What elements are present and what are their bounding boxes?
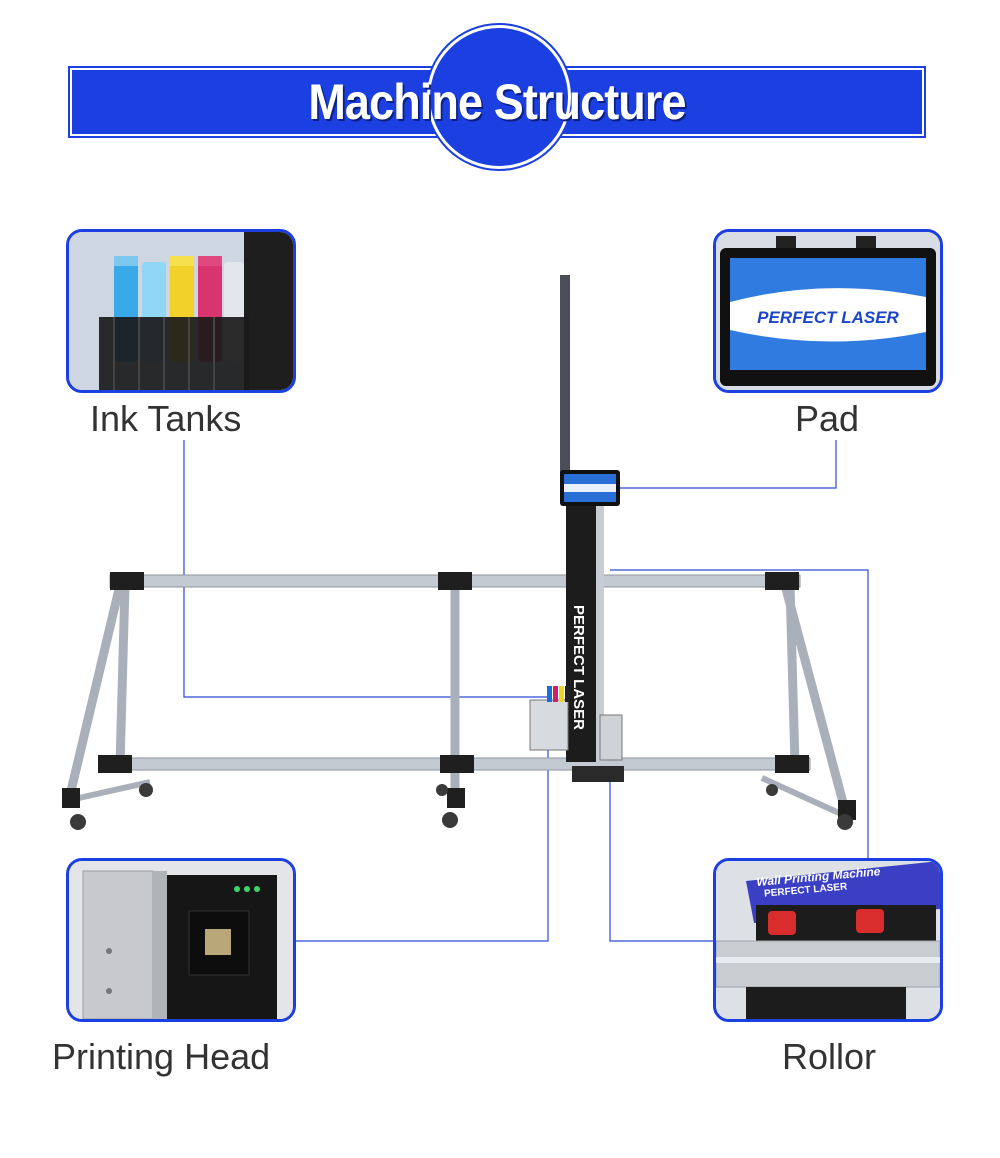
label-pad: Pad [795,398,860,439]
callout-line-pad [600,440,837,489]
ink-tanks-image [66,229,296,393]
printing-head-image [66,858,296,1022]
pad-image: PERFECT LASER [713,229,943,393]
callout-lines [183,440,869,942]
frame-feet [69,775,852,821]
print-head-carriage [529,699,569,751]
rollor-image: Wall Printing Machine PERFECT LASER [713,858,943,1022]
callout-line-printing-head [295,745,549,942]
frame-wheels [70,783,853,830]
label-printing-head: Printing Head [52,1036,271,1077]
page-title: Machine Structure [308,74,686,130]
machine-ink-tanks [547,686,570,702]
pad-screen-text: PERFECT LASER [757,308,899,327]
label-ink-tanks: Ink Tanks [90,398,242,439]
vertical-mast-upper [560,275,570,475]
callout-line-rollor-frame [610,569,869,860]
frame-brackets [62,572,856,820]
label-rollor: Rollor [782,1036,877,1077]
title-badge [430,28,568,166]
roller-base [572,766,624,782]
roller-block [599,714,623,761]
callout-line-rollor [609,780,715,942]
callout-line-ink-tanks [183,440,552,698]
mast-brand-text: PERFECT LASER [570,605,587,730]
